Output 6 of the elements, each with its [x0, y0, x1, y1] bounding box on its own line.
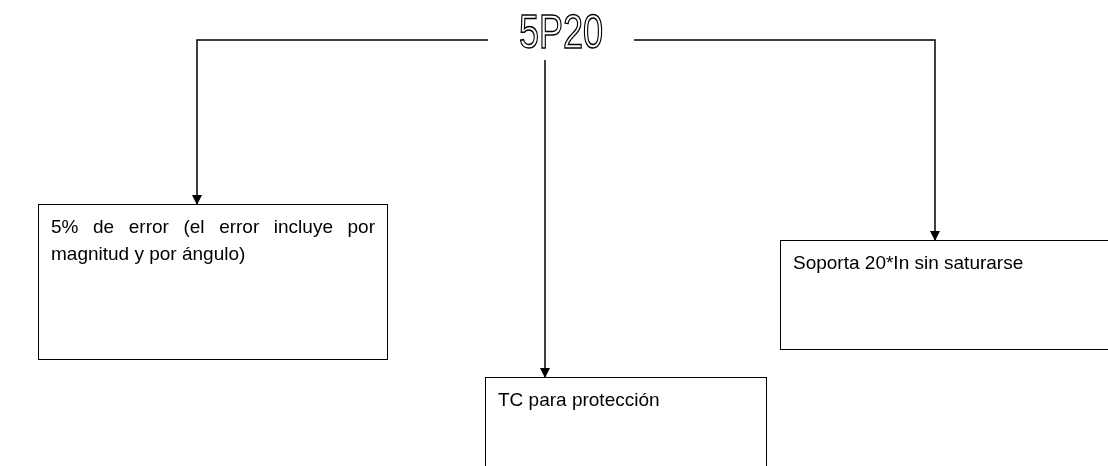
arrow: [540, 59, 550, 378]
text-box: TC para protección: [485, 377, 767, 466]
text-box: 5% de error (el error incluye por magnitud y por ángulo): [38, 204, 388, 360]
arrow: [633, 39, 940, 241]
text-box: Soporta 20*In sin saturarse: [780, 240, 1108, 350]
arrow: [192, 39, 489, 205]
